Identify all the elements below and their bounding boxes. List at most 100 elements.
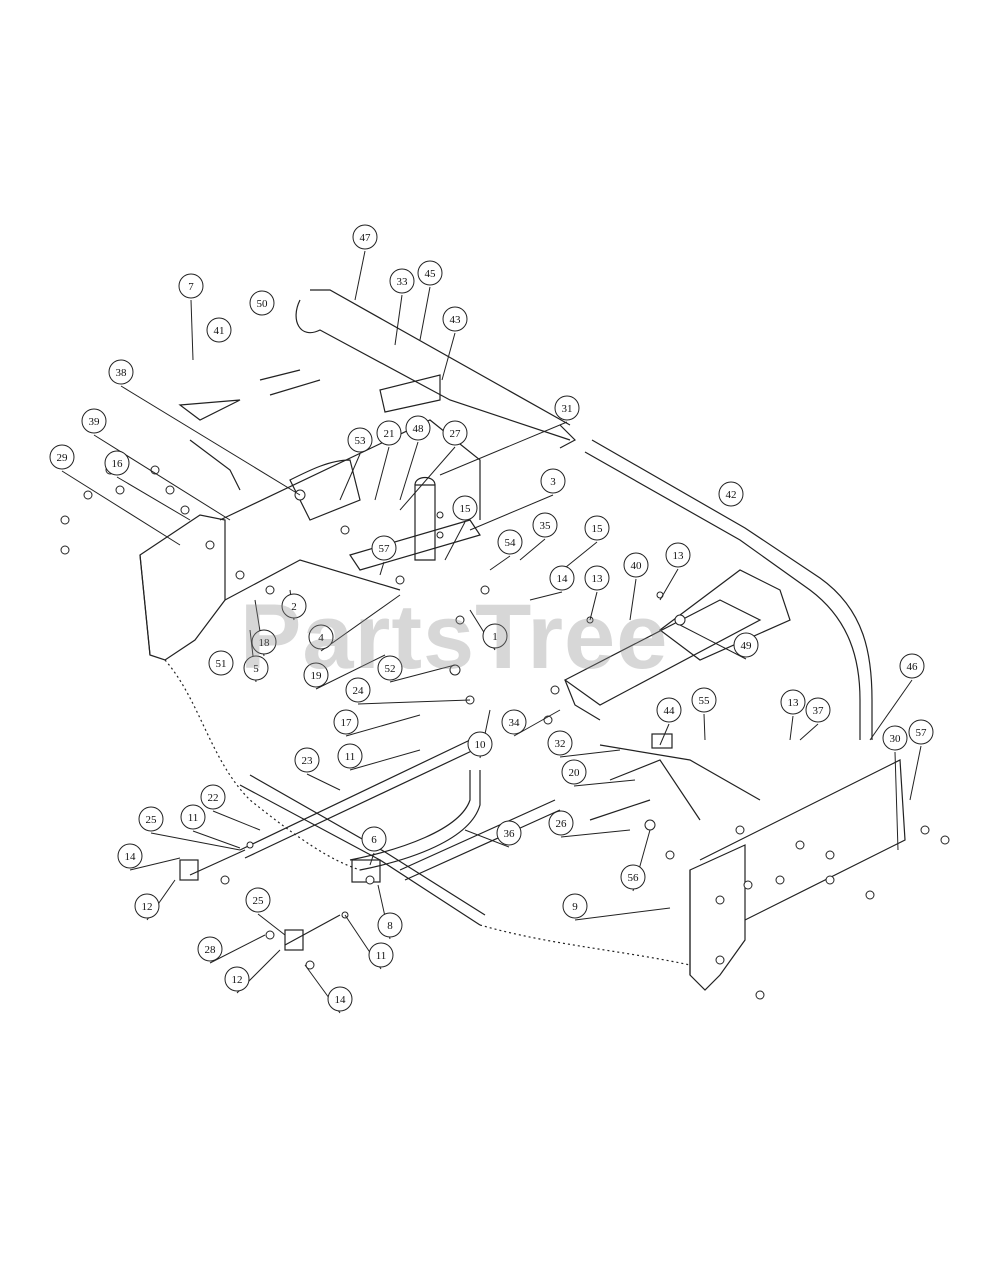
callout-29[interactable]: 29 [49, 444, 75, 470]
callout-22[interactable]: 22 [200, 784, 226, 810]
callout-38[interactable]: 38 [108, 359, 134, 385]
callout-7[interactable]: 7 [178, 273, 204, 299]
callout-bubble [497, 529, 523, 555]
callout-bubble [337, 743, 363, 769]
callout-34[interactable]: 34 [501, 709, 527, 735]
callout-15[interactable]: 15 [584, 515, 610, 541]
callout-number: 11 [376, 950, 387, 962]
callout-14[interactable]: 14 [327, 986, 353, 1012]
callout-6[interactable]: 6 [361, 826, 387, 852]
callout-57[interactable]: 57 [371, 535, 397, 561]
callout-11[interactable]: 11 [368, 942, 394, 968]
callout-number: 28 [205, 944, 217, 956]
callout-24[interactable]: 24 [345, 677, 371, 703]
callout-37[interactable]: 37 [805, 697, 831, 723]
callout-25[interactable]: 25 [138, 806, 164, 832]
callout-bubble [49, 444, 75, 470]
callout-5[interactable]: 5 [243, 655, 269, 681]
callout-56[interactable]: 56 [620, 864, 646, 890]
callout-bubble [805, 697, 831, 723]
callout-53[interactable]: 53 [347, 427, 373, 453]
callout-16[interactable]: 16 [104, 450, 130, 476]
callout-3[interactable]: 3 [540, 468, 566, 494]
callout-13[interactable]: 13 [780, 689, 806, 715]
callout-12[interactable]: 12 [224, 966, 250, 992]
callout-35[interactable]: 35 [532, 512, 558, 538]
callout-23[interactable]: 23 [294, 747, 320, 773]
leader-line [439, 421, 568, 476]
callout-21[interactable]: 21 [376, 420, 402, 446]
callout-number: 2 [291, 601, 297, 613]
callout-number: 7 [188, 281, 194, 293]
callout-9[interactable]: 9 [562, 893, 588, 919]
callout-40[interactable]: 40 [623, 552, 649, 578]
callout-11[interactable]: 11 [180, 804, 206, 830]
callout-2[interactable]: 2 [281, 593, 307, 619]
callout-number: 21 [384, 428, 395, 440]
callout-number: 10 [475, 739, 487, 751]
callout-number: 13 [592, 573, 604, 585]
callout-13[interactable]: 13 [665, 542, 691, 568]
callout-bubble [482, 623, 508, 649]
callout-31[interactable]: 31 [554, 395, 580, 421]
callout-50[interactable]: 50 [249, 290, 275, 316]
callout-33[interactable]: 33 [389, 268, 415, 294]
leader-line [192, 830, 241, 849]
callout-10[interactable]: 10 [467, 731, 493, 757]
callout-15[interactable]: 15 [452, 495, 478, 521]
callout-bubble [540, 468, 566, 494]
callout-number: 25 [253, 895, 265, 907]
leader-line [345, 714, 421, 737]
callout-43[interactable]: 43 [442, 306, 468, 332]
callout-17[interactable]: 17 [333, 709, 359, 735]
callout-14[interactable]: 14 [549, 565, 575, 591]
callout-25[interactable]: 25 [245, 887, 271, 913]
callout-bubble [417, 260, 443, 286]
callout-4[interactable]: 4 [308, 624, 334, 650]
callout-36[interactable]: 36 [496, 820, 522, 846]
callout-49[interactable]: 49 [733, 632, 759, 658]
leader-line [61, 470, 181, 546]
callout-number: 14 [335, 994, 347, 1006]
callout-51[interactable]: 51 [208, 650, 234, 676]
callout-number: 55 [699, 695, 711, 707]
callout-47[interactable]: 47 [352, 224, 378, 250]
callout-27[interactable]: 27 [442, 420, 468, 446]
callout-45[interactable]: 45 [417, 260, 443, 286]
callout-18[interactable]: 18 [251, 629, 277, 655]
callout-bubble [178, 273, 204, 299]
callout-19[interactable]: 19 [303, 662, 329, 688]
callout-11[interactable]: 11 [337, 743, 363, 769]
callout-26[interactable]: 26 [548, 810, 574, 836]
callout-number: 15 [592, 523, 604, 535]
callout-32[interactable]: 32 [547, 730, 573, 756]
callout-12[interactable]: 12 [134, 893, 160, 919]
callout-1[interactable]: 1 [482, 623, 508, 649]
callout-42[interactable]: 42 [718, 481, 744, 507]
callout-46[interactable]: 46 [899, 653, 925, 679]
callout-20[interactable]: 20 [561, 759, 587, 785]
callout-28[interactable]: 28 [197, 936, 223, 962]
leader-line [389, 664, 456, 683]
callout-55[interactable]: 55 [691, 687, 717, 713]
leader-line [116, 476, 191, 521]
callout-30[interactable]: 30 [882, 725, 908, 751]
callout-48[interactable]: 48 [405, 415, 431, 441]
callout-41[interactable]: 41 [206, 317, 232, 343]
callout-bubble [134, 893, 160, 919]
callout-54[interactable]: 54 [497, 529, 523, 555]
callout-44[interactable]: 44 [656, 697, 682, 723]
leader-line [354, 250, 366, 301]
callout-13[interactable]: 13 [584, 565, 610, 591]
callout-bubble [249, 290, 275, 316]
callout-bubble [243, 655, 269, 681]
callout-52[interactable]: 52 [377, 655, 403, 681]
callout-57[interactable]: 57 [908, 719, 934, 745]
callout-8[interactable]: 8 [377, 912, 403, 938]
callout-bubble [549, 565, 575, 591]
callout-14[interactable]: 14 [117, 843, 143, 869]
callout-39[interactable]: 39 [81, 408, 107, 434]
callout-bubble [138, 806, 164, 832]
leader-line [659, 568, 679, 601]
leader-line [419, 286, 431, 341]
